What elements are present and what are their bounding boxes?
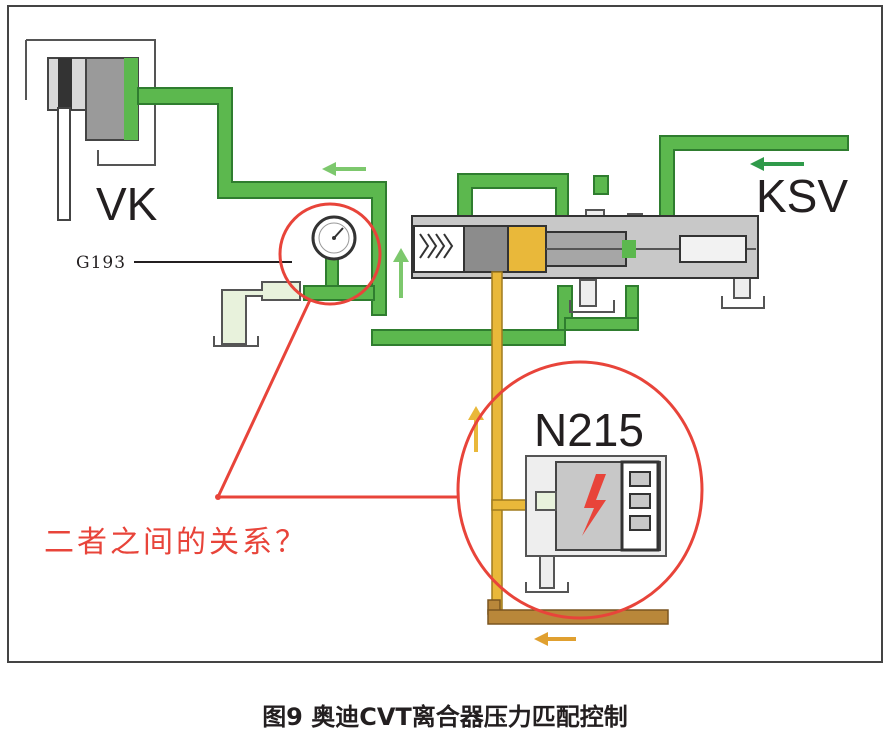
highlight-circle-gauge [278,202,382,306]
vk-clutch-cylinder [25,39,156,221]
label-ksv: KSV [756,170,848,222]
flow-arrow-green-left [322,162,366,176]
label-n215: N215 [534,404,644,456]
connector-dot [215,494,221,500]
solenoid-valve-n215 [525,455,667,557]
label-g193: G193 [76,253,126,273]
pressure-gauge-g193 [303,215,375,301]
flow-arrows [322,157,804,646]
figure-caption: 图9 奥迪CVT离合器压力匹配控制 [262,703,628,731]
label-vk: VK [96,178,158,230]
flow-arrow-green-up [393,248,409,298]
highlight-circle-solenoid [456,360,704,620]
flow-arrow-ksv-left [750,157,804,171]
pressure-control-valve [411,215,759,279]
flow-arrow-brown-left [534,632,576,646]
question-text: 二者之间的关系？ [44,525,308,560]
